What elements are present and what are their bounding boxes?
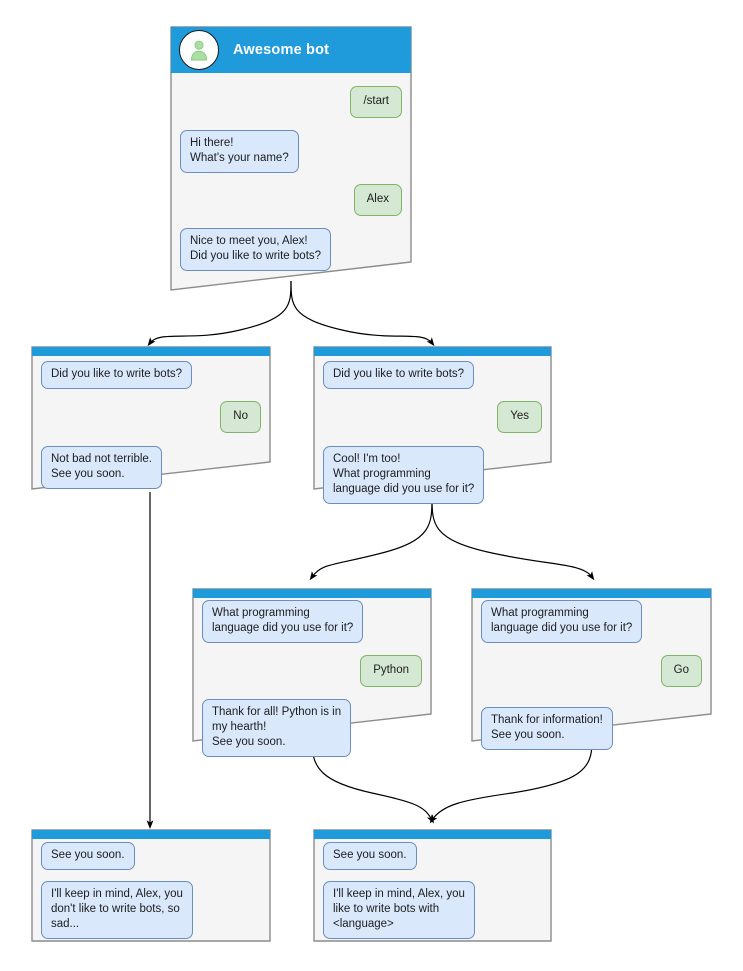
message-row: Did you like to write bots? (41, 361, 261, 389)
bot-bubble[interactable]: What programming language did you use fo… (481, 600, 643, 643)
node-chat-area: See you soon. I'll keep in mind, Alex, y… (313, 839, 552, 939)
node-chat-area: Did you like to write bots? No Not bad n… (31, 356, 271, 489)
node-chat-area: See you soon. I'll keep in mind, Alex, y… (31, 839, 271, 939)
bot-bubble[interactable]: Hi there! What's your name? (180, 130, 299, 173)
message-row: Cool! I'm too! What programming language… (323, 446, 542, 504)
message-row: Did you like to write bots? (323, 361, 542, 389)
bot-bubble[interactable]: Not bad not terrible. See you soon. (41, 446, 163, 489)
bot-bubble[interactable]: Nice to meet you, Alex! Did you like to … (180, 228, 332, 271)
message-row: Nice to meet you, Alex! Did you like to … (180, 228, 402, 271)
message-row: Not bad not terrible. See you soon. (41, 446, 261, 489)
node-chat-area: What programming language did you use fo… (192, 598, 432, 757)
node-end-happy[interactable]: See you soon. I'll keep in mind, Alex, y… (313, 829, 552, 942)
root-header-bar: Awesome bot (171, 27, 411, 73)
node-header-bar (32, 830, 270, 839)
node-header-bar (314, 830, 551, 839)
message-row: Alex (180, 184, 402, 216)
person-avatar-icon (179, 30, 219, 70)
message-row: Python (202, 655, 422, 687)
bot-bubble[interactable]: Thank for information! See you soon. (481, 707, 613, 750)
node-go[interactable]: What programming language did you use fo… (471, 588, 712, 750)
edge-yes-to-go (431, 496, 595, 581)
bot-bubble[interactable]: See you soon. (323, 842, 417, 870)
message-row: /start (180, 86, 402, 118)
node-chat-area: What programming language did you use fo… (471, 598, 712, 750)
node-root[interactable]: Awesome bot /start Hi there! What's your… (170, 26, 412, 292)
node-yes[interactable]: Did you like to write bots? Yes Cool! I'… (313, 346, 552, 504)
edge-yes-to-python (309, 496, 433, 581)
message-row: What programming language did you use fo… (202, 600, 422, 643)
root-chat-area: /start Hi there! What's your name? Alex … (170, 78, 412, 271)
message-row: See you soon. (41, 842, 261, 870)
bot-bubble[interactable]: I'll keep in mind, Alex, you don't like … (41, 881, 193, 939)
node-python[interactable]: What programming language did you use fo… (192, 588, 432, 757)
user-bubble[interactable]: No (220, 401, 261, 433)
user-bubble[interactable]: Yes (497, 401, 542, 433)
user-bubble[interactable]: Alex (353, 184, 402, 216)
node-chat-area: Did you like to write bots? Yes Cool! I'… (313, 356, 552, 504)
node-header-bar (314, 347, 551, 356)
root-title: Awesome bot (233, 42, 330, 58)
node-header-bar (32, 347, 270, 356)
bot-bubble[interactable]: Did you like to write bots? (41, 361, 193, 389)
message-row: Yes (323, 401, 542, 433)
node-header-bar (193, 589, 431, 598)
node-no[interactable]: Did you like to write bots? No Not bad n… (31, 346, 271, 491)
user-bubble[interactable]: /start (350, 86, 402, 118)
user-bubble[interactable]: Python (360, 655, 422, 687)
edge-go-to-end-happy (429, 741, 593, 824)
bot-bubble[interactable]: Cool! I'm too! What programming language… (323, 446, 485, 504)
message-row: Hi there! What's your name? (180, 130, 402, 173)
bot-bubble[interactable]: Did you like to write bots? (323, 361, 475, 389)
message-row: Thank for all! Python is in my hearth! S… (202, 699, 422, 757)
bot-bubble[interactable]: See you soon. (41, 842, 135, 870)
user-bubble[interactable]: Go (660, 655, 702, 687)
bot-bubble[interactable]: I'll keep in mind, Alex, you like to wri… (323, 881, 475, 939)
node-end-sad[interactable]: See you soon. I'll keep in mind, Alex, y… (31, 829, 271, 942)
bot-bubble[interactable]: What programming language did you use fo… (202, 600, 364, 643)
message-row: Go (481, 655, 702, 687)
message-row: I'll keep in mind, Alex, you don't like … (41, 881, 261, 939)
message-row: What programming language did you use fo… (481, 600, 702, 643)
message-row: No (41, 401, 261, 433)
bot-bubble[interactable]: Thank for all! Python is in my hearth! S… (202, 699, 352, 757)
message-row: See you soon. (323, 842, 542, 870)
node-header-bar (472, 589, 711, 598)
message-row: I'll keep in mind, Alex, you like to wri… (323, 881, 542, 939)
message-row: Thank for information! See you soon. (481, 707, 702, 750)
